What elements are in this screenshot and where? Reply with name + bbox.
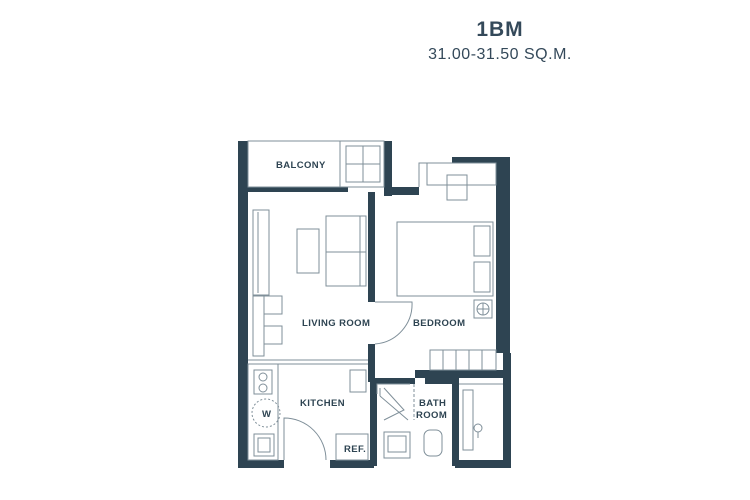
wall-bedroom-top <box>452 157 510 163</box>
wall-bedroom-bottom <box>415 370 503 378</box>
pillow-top <box>473 225 491 257</box>
exterior-walls <box>238 141 511 468</box>
kitchen-cabinet <box>349 369 367 393</box>
label-bedroom: BEDROOM <box>413 318 465 329</box>
bedroom-door-swing <box>374 301 413 345</box>
wall-right-upper <box>496 157 510 353</box>
wall-top-step <box>384 187 419 195</box>
room-labels: BALCONY LIVING ROOM BEDROOM KITCHEN BATH… <box>262 160 465 455</box>
pillow-bottom <box>473 261 491 293</box>
wall-bath-top-a <box>375 378 415 384</box>
kitchen-sink <box>253 433 275 457</box>
label-living-room: LIVING ROOM <box>302 318 370 329</box>
utility-shaft <box>462 389 474 451</box>
unit-area-label: 31.00-31.50 SQ.M. <box>428 46 572 63</box>
label-washer: W <box>262 409 271 420</box>
wall-bottom-a <box>238 460 284 468</box>
wall-living-bedroom <box>368 192 375 302</box>
wall-bath-left <box>370 378 377 466</box>
entrance-door-swing <box>283 417 327 461</box>
tv-cabinet <box>252 209 270 296</box>
wall-bottom-b <box>330 460 374 468</box>
wall-balcony-bottom <box>248 187 348 192</box>
kitchen-counter <box>247 363 279 461</box>
refrigerator <box>335 433 369 461</box>
dining-counter <box>252 295 265 357</box>
label-ref: REF. <box>344 444 366 455</box>
bed <box>396 221 494 297</box>
wall-bath-top-b <box>425 378 455 384</box>
unit-type-title: 1BM <box>476 18 524 41</box>
wall-left <box>238 141 248 468</box>
bedroom-desk <box>446 174 468 201</box>
washer <box>251 398 281 428</box>
label-balcony: BALCONY <box>276 160 326 171</box>
bedroom-nightstand <box>473 299 493 319</box>
unit-header: 1BM 31.00-31.50 SQ.M. <box>380 18 620 64</box>
bath-door-swing <box>379 388 409 421</box>
balcony-outline <box>247 140 385 188</box>
wall-balcony-right <box>384 141 392 196</box>
label-kitchen: KITCHEN <box>300 398 345 409</box>
toilet <box>423 429 443 457</box>
wall-living-bedroom-lower <box>368 344 375 382</box>
label-bath-line1: BATH <box>419 398 446 409</box>
bedroom-wardrobe <box>429 349 497 371</box>
chair-top <box>263 295 283 315</box>
wall-bottom-c <box>455 460 511 468</box>
coffee-table <box>296 228 320 274</box>
interior-lines <box>247 140 503 461</box>
wall-right-lower <box>503 353 511 468</box>
chair-bottom <box>263 325 283 345</box>
bay-window-sill <box>426 162 497 186</box>
wall-bath-right <box>452 378 459 466</box>
bath-sink <box>383 431 411 459</box>
stove <box>253 369 273 395</box>
sofa <box>325 215 367 287</box>
label-bath-line2: ROOM <box>416 410 447 421</box>
